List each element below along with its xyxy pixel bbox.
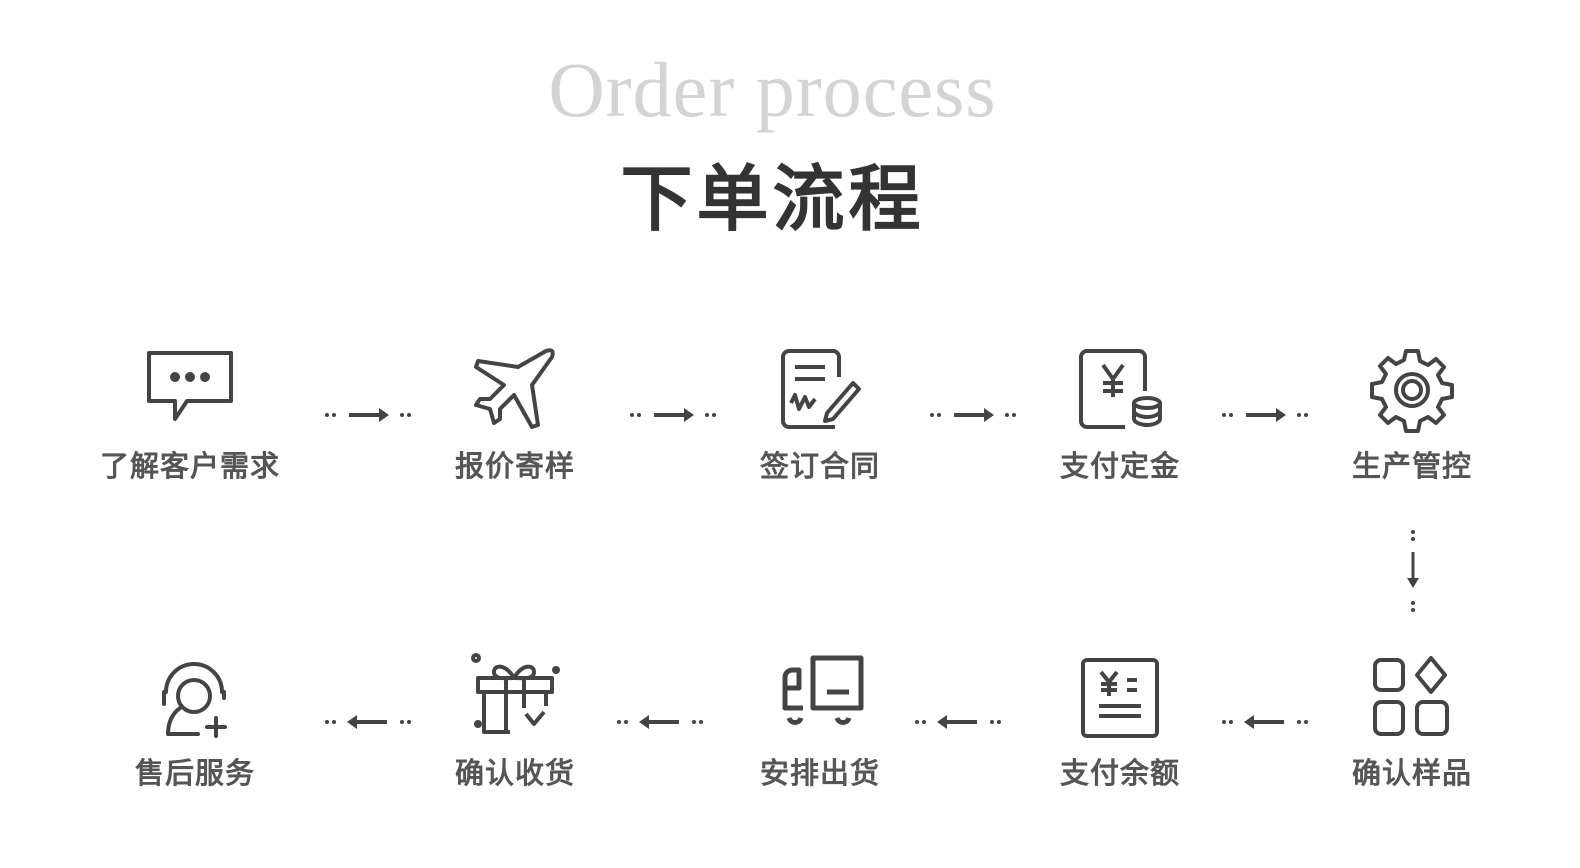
step-label: 售后服务 xyxy=(134,758,255,790)
step-quote-sample: 报价寄样 xyxy=(405,345,625,485)
step-label: 确认样品 xyxy=(1351,758,1472,790)
gear-icon xyxy=(1370,349,1454,433)
step-sign-contract: 签订合同 xyxy=(710,345,930,485)
step-label: 确认收货 xyxy=(454,758,575,790)
title-english: Order process xyxy=(548,46,997,133)
truck-icon xyxy=(782,655,864,725)
step-pay-deposit: 支付定金 xyxy=(1010,345,1230,485)
step-confirm-receipt: 确认收货 xyxy=(405,652,625,792)
step-label: 支付定金 xyxy=(1059,451,1180,483)
contract-sign-icon xyxy=(781,349,861,429)
step-understand-needs: 了解客户需求 xyxy=(80,345,300,485)
step-label: 支付余额 xyxy=(1059,758,1180,790)
step-pay-balance: 支付余额 xyxy=(1010,652,1230,792)
step-label: 报价寄样 xyxy=(454,451,575,483)
gift-box-icon xyxy=(471,653,560,734)
balance-bill-icon xyxy=(1081,658,1159,738)
step-label: 了解客户需求 xyxy=(99,451,280,483)
step-arrange-shipment: 安排出货 xyxy=(710,652,930,792)
step-label: 安排出货 xyxy=(759,758,880,790)
sample-grid-icon xyxy=(1373,656,1449,736)
deposit-payment-icon xyxy=(1079,349,1162,429)
flow-arrow-left xyxy=(323,712,413,732)
step-confirm-samples: 确认样品 xyxy=(1302,652,1522,792)
step-after-sales-service: 售后服务 xyxy=(85,652,305,792)
customer-service-icon xyxy=(162,662,227,738)
chat-bubble-icon xyxy=(147,351,233,421)
title-chinese: 下单流程 xyxy=(620,160,925,240)
flow-arrow-right xyxy=(323,405,413,425)
step-label: 生产管控 xyxy=(1351,451,1472,483)
flow-arrow-right xyxy=(628,405,718,425)
airplane-icon xyxy=(474,348,555,429)
flow-arrow-right xyxy=(928,405,1018,425)
step-production-control: 生产管控 xyxy=(1302,345,1522,485)
flow-arrow-left xyxy=(913,712,1003,732)
flow-arrow-left xyxy=(615,712,705,732)
flow-arrow-right xyxy=(1220,405,1310,425)
flow-arrow-down xyxy=(1403,528,1423,614)
flow-arrow-left xyxy=(1220,712,1310,732)
step-label: 签订合同 xyxy=(759,451,880,483)
